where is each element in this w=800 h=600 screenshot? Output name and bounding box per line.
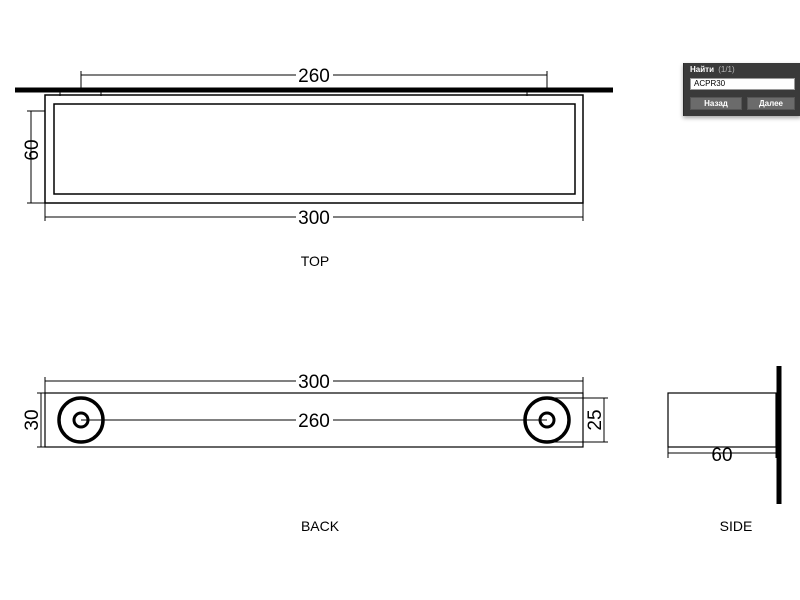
side-dim-60-label: 60 xyxy=(711,445,732,466)
find-search-input[interactable] xyxy=(690,78,795,90)
find-previous-button[interactable]: Назад xyxy=(690,97,742,110)
back-dim-30-label: 30 xyxy=(22,409,43,430)
back-dim-260-label: 260 xyxy=(298,411,330,432)
back-view xyxy=(37,377,608,448)
back-view-caption: BACK xyxy=(301,518,340,534)
side-view-caption: SIDE xyxy=(720,518,753,534)
top-dim-260-label: 260 xyxy=(298,66,330,87)
back-shelf-outline xyxy=(44,392,584,448)
side-view xyxy=(667,366,782,504)
find-title-row: Найти (1/1) xyxy=(690,65,735,75)
back-dim-25-label: 25 xyxy=(585,409,606,430)
find-panel: Найти (1/1) Назад Далее xyxy=(683,63,800,116)
top-view-caption: TOP xyxy=(301,253,330,269)
back-dim-300-label: 300 xyxy=(298,372,330,393)
top-shelf-recess xyxy=(53,103,576,195)
top-shelf-outline xyxy=(44,94,584,204)
top-dim-300-label: 300 xyxy=(298,208,330,229)
side-shelf-outline xyxy=(667,392,777,448)
top-dim-60-label: 60 xyxy=(22,139,43,160)
find-title: Найти xyxy=(690,65,714,74)
top-view xyxy=(15,71,613,221)
find-next-button[interactable]: Далее xyxy=(747,97,795,110)
find-match-count: (1/1) xyxy=(718,65,735,74)
